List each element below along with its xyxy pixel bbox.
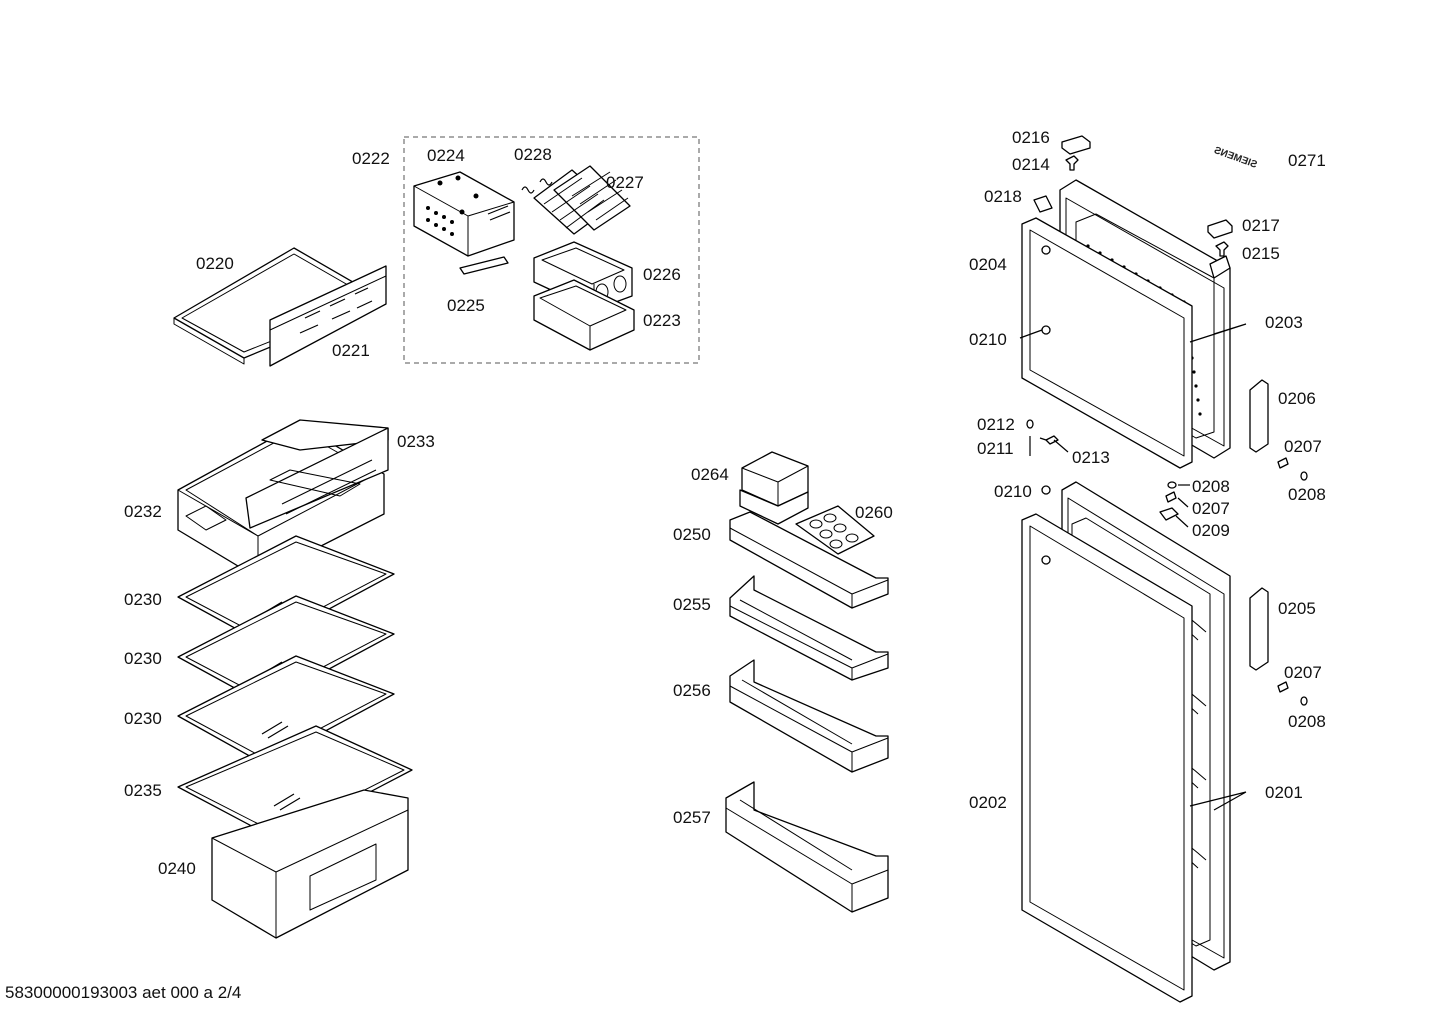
label-0221: 0221 bbox=[332, 341, 370, 360]
label-0260: 0260 bbox=[855, 503, 893, 522]
part-0214-hinge-pin bbox=[1065, 155, 1079, 171]
part-0208-washer-a bbox=[1300, 471, 1308, 481]
label-0205: 0205 bbox=[1278, 599, 1316, 618]
part-0225-strip bbox=[459, 256, 509, 275]
label-0208-upper: 0208 bbox=[1288, 485, 1326, 504]
label-0220: 0220 bbox=[196, 254, 234, 273]
door-dot bbox=[1194, 384, 1198, 388]
door-dot bbox=[1192, 370, 1196, 374]
part-0260-egg-tray bbox=[795, 505, 875, 555]
part-0228-springs bbox=[521, 178, 553, 194]
label-0227: 0227 bbox=[606, 173, 644, 192]
label-0214: 0214 bbox=[1012, 155, 1050, 174]
label-0209: 0209 bbox=[1192, 521, 1230, 540]
brand-logo: SIEMENS bbox=[1212, 145, 1258, 171]
label-0255: 0255 bbox=[673, 595, 711, 614]
label-0207-lower: 0207 bbox=[1284, 663, 1322, 682]
label-0233: 0233 bbox=[397, 432, 435, 451]
leader-lines bbox=[1019, 323, 1247, 811]
label-0271: 0271 bbox=[1288, 151, 1326, 170]
part-0255-door-shelf bbox=[729, 575, 889, 681]
label-0201: 0201 bbox=[1265, 783, 1303, 802]
part-0256-door-shelf bbox=[729, 659, 889, 773]
part-0210-screw-d bbox=[1041, 555, 1051, 565]
part-0205-hinge bbox=[1249, 587, 1269, 671]
part-0215-hinge-pin bbox=[1215, 241, 1229, 257]
part-0217-hinge-cover bbox=[1207, 219, 1233, 239]
label-0223: 0223 bbox=[643, 311, 681, 330]
part-0257-bottle-shelf bbox=[725, 781, 889, 913]
part-0209-block bbox=[1159, 507, 1179, 521]
door-dot bbox=[1196, 398, 1200, 402]
part-0208-washer-c bbox=[1300, 696, 1308, 706]
label-0207-middle: 0207 bbox=[1192, 499, 1230, 518]
label-0212: 0212 bbox=[977, 415, 1015, 434]
part-0250-door-shelf bbox=[729, 511, 889, 609]
label-0211: 0211 bbox=[977, 439, 1014, 458]
hinge-caps-and-hardware bbox=[1026, 135, 1308, 706]
label-0250: 0250 bbox=[673, 525, 711, 544]
label-0203: 0203 bbox=[1265, 313, 1303, 332]
label-0224: 0224 bbox=[427, 146, 465, 165]
part-0202-door-gasket-lower bbox=[1021, 513, 1193, 1003]
label-0218: 0218 bbox=[984, 187, 1022, 206]
part-0207-screw-b bbox=[1165, 491, 1177, 503]
part-0235-glass-cover bbox=[177, 725, 413, 841]
part-0204-door-gasket-upper bbox=[1021, 217, 1193, 469]
label-0210-upper: 0210 bbox=[969, 330, 1007, 349]
part-0210-screw-a bbox=[1041, 245, 1051, 255]
part-0218-cover bbox=[1033, 195, 1053, 213]
label-0204: 0204 bbox=[969, 255, 1007, 274]
label-0216: 0216 bbox=[1012, 128, 1050, 147]
label-0226: 0226 bbox=[643, 265, 681, 284]
part-0221-front-panel bbox=[269, 265, 387, 367]
label-0256: 0256 bbox=[673, 681, 711, 700]
label-0230-1: 0230 bbox=[124, 590, 162, 609]
part-0224-ice-maker-frame bbox=[413, 171, 515, 257]
label-0240: 0240 bbox=[158, 859, 196, 878]
label-0213: 0213 bbox=[1072, 448, 1110, 467]
label-0217: 0217 bbox=[1242, 216, 1280, 235]
part-0213-screw bbox=[1045, 435, 1059, 445]
label-0210-lower: 0210 bbox=[994, 482, 1032, 501]
label-0228: 0228 bbox=[514, 145, 552, 164]
label-0208-middle: 0208 bbox=[1192, 477, 1230, 496]
label-0225: 0225 bbox=[447, 296, 485, 315]
part-0210-screw-b bbox=[1041, 325, 1051, 335]
door-dot bbox=[1198, 412, 1202, 416]
part-0212-washer bbox=[1026, 419, 1034, 429]
label-0232: 0232 bbox=[124, 502, 162, 521]
document-footer: 58300000193003 aet 000 a 2/4 bbox=[5, 983, 241, 1002]
label-0208-lower: 0208 bbox=[1288, 712, 1326, 731]
label-0206: 0206 bbox=[1278, 389, 1316, 408]
part-0232-0233-drawer bbox=[177, 419, 389, 579]
label-0257: 0257 bbox=[673, 808, 711, 827]
part-0207-screw-c bbox=[1277, 681, 1289, 693]
part-0264-butter-lid bbox=[739, 451, 809, 525]
label-0230-3: 0230 bbox=[124, 709, 162, 728]
ice-maker-group-frame bbox=[403, 136, 700, 364]
label-0222: 0222 bbox=[352, 149, 390, 168]
part-0207-screw-a bbox=[1277, 457, 1289, 469]
part-0210-screw-c bbox=[1041, 485, 1051, 495]
label-0207-upper: 0207 bbox=[1284, 437, 1322, 456]
label-0230-2: 0230 bbox=[124, 649, 162, 668]
part-0206-hinge bbox=[1249, 379, 1269, 453]
part-0208-washer-b bbox=[1167, 481, 1177, 489]
label-0215: 0215 bbox=[1242, 244, 1280, 263]
part-0230-glass-shelf-3 bbox=[177, 655, 395, 765]
part-0216-hinge-cover bbox=[1061, 135, 1091, 155]
part-0240-vegetable-drawer bbox=[211, 789, 409, 939]
label-0202: 0202 bbox=[969, 793, 1007, 812]
part-0223-ice-box bbox=[533, 279, 635, 351]
label-0235: 0235 bbox=[124, 781, 162, 800]
label-0264: 0264 bbox=[691, 465, 729, 484]
part-0227-ice-trays bbox=[533, 165, 631, 235]
